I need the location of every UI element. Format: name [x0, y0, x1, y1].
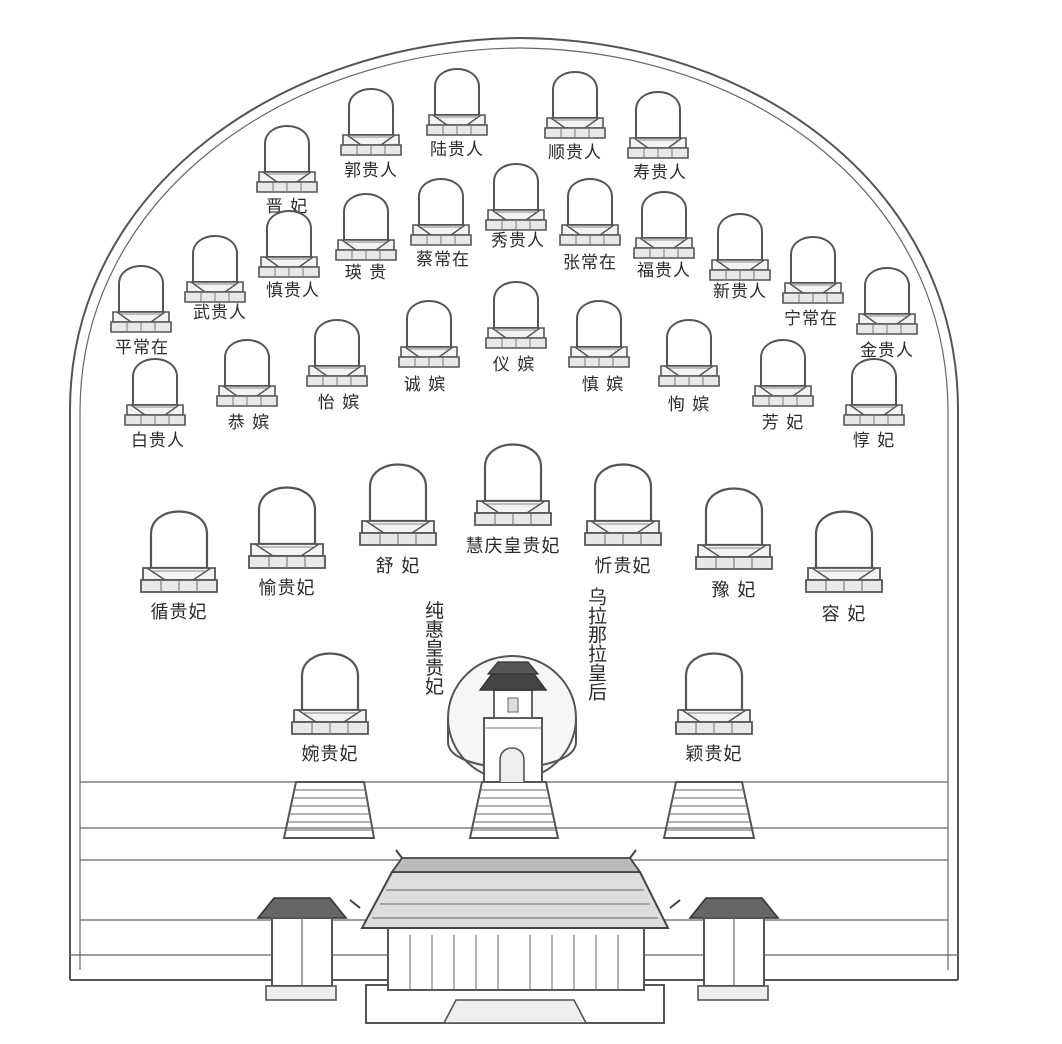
tomb-label: 新贵人: [713, 282, 767, 302]
tomb-label: 豫 妃: [712, 580, 757, 601]
tomb-yi-pin: 仪 嫔: [485, 281, 547, 375]
tomb-label: 武贵人: [193, 303, 247, 323]
tomb-row-front: 婉贵妃 颖贵妃: [290, 652, 754, 765]
tomb-xin-guifei: 忻贵妃: [583, 463, 663, 577]
central-tower: [447, 655, 577, 783]
tomb-label: 郭贵人: [344, 161, 398, 181]
tomb-label: 婉贵妃: [302, 744, 359, 765]
tomb-label: 秀贵人: [491, 231, 545, 251]
tomb-cheng-pin: 诚 嫔: [398, 300, 460, 395]
tomb-label: 瑛 贵: [345, 263, 387, 283]
tomb-rong-fei: 容 妃: [804, 510, 884, 625]
tomb-label: 顺贵人: [548, 143, 602, 163]
tomb-yu-guifei: 愉贵妃: [247, 486, 327, 599]
tomb-gong-pin: 恭 嫔: [216, 339, 278, 433]
tomb-lu: 陆贵人: [426, 68, 488, 160]
tomb-label: 怡 嫔: [318, 393, 360, 413]
tomb-label: 慧庆皇贵妃: [466, 536, 561, 557]
tomb-shun: 顺贵人: [544, 71, 606, 163]
tomb-jin: 晋 妃: [256, 125, 318, 217]
stairs-right: [662, 781, 756, 839]
tomb-xun-pin: 恂 嫔: [658, 319, 720, 415]
tomb-label: 愉贵妃: [259, 578, 316, 599]
tomb-label: 仪 嫔: [493, 355, 535, 375]
tomb-label: 金贵人: [860, 341, 914, 361]
tomb-yi2-pin: 怡 嫔: [306, 319, 368, 413]
label-ulanara-empress: 乌拉那拉皇后: [585, 587, 607, 701]
label-chunhui-huangguifei: 纯惠皇贵妃: [422, 600, 444, 695]
tomb-label: 白贵人: [131, 431, 185, 451]
tomb-label: 忻贵妃: [595, 556, 652, 577]
right-gate: [688, 897, 780, 1001]
tomb-zhang: 张常在: [559, 178, 621, 273]
tomb-ping: 平常在: [110, 265, 172, 358]
tomb-label: 慎 嫔: [582, 375, 624, 395]
tomb-fu: 福贵人: [633, 191, 695, 281]
tomb-label: 寿贵人: [633, 163, 687, 183]
tomb-shen-pin: 慎 嫔: [568, 300, 630, 395]
tomb-shu-fei: 舒 妃: [358, 463, 438, 577]
tomb-label: 福贵人: [637, 261, 691, 281]
tomb-xiu: 秀贵人: [485, 163, 547, 251]
tomb-yu-fei: 豫 妃: [694, 487, 774, 601]
tomb-row-pin: 诚 嫔 仪 嫔 慎 嫔 怡 嫔 恂 嫔 恭 嫔 芳 妃 白贵人: [124, 281, 905, 451]
tomb-label: 陆贵人: [430, 140, 484, 160]
tomb-shen-guiren: 慎贵人: [258, 210, 320, 301]
tomb-label: 宁常在: [784, 309, 838, 329]
terrace: [80, 781, 948, 861]
main-hall: [349, 849, 681, 1024]
tomb-label: 蔡常在: [416, 250, 470, 270]
tomb-fang-fei: 芳 妃: [752, 339, 814, 433]
stairs-left: [282, 781, 376, 839]
tomb-label: 张常在: [563, 253, 617, 273]
tomb-ying: 瑛 贵: [335, 193, 397, 283]
tomb-wu: 武贵人: [184, 235, 247, 323]
tomb-label: 循贵妃: [151, 602, 208, 623]
tomb-label: 平常在: [115, 338, 169, 358]
tomb-shou: 寿贵人: [627, 91, 689, 183]
tomb-cai: 蔡常在: [410, 178, 472, 270]
tomb-wan-guifei: 婉贵妃: [290, 652, 370, 765]
tomb-row-guiren: 郭贵人 陆贵人 顺贵人 寿贵人 晋 妃 秀贵人 蔡常在 张常在: [110, 68, 918, 361]
tomb-label: 恂 嫔: [668, 395, 710, 415]
tomb-bai-guiren: 白贵人: [124, 358, 186, 451]
tomb-label: 芳 妃: [762, 413, 804, 433]
tomb-label: 舒 妃: [376, 556, 421, 577]
tomb-label: 颖贵妃: [686, 744, 743, 765]
tomb-qing-huangguifei: 慧庆皇贵妃: [466, 443, 561, 557]
tomb-label: 惇 妃: [853, 431, 895, 451]
tomb-jin-guiren: 金贵人: [856, 267, 918, 361]
tomb-label: 容 妃: [822, 604, 867, 625]
tomb-xin-guiren: 新贵人: [709, 213, 771, 302]
tomb-guo: 郭贵人: [340, 88, 402, 181]
tomb-dun-fei: 惇 妃: [843, 358, 905, 451]
tomb-label: 恭 嫔: [228, 413, 270, 433]
tomb-label: 诚 嫔: [404, 375, 446, 395]
tomb-xun-guifei: 循贵妃: [139, 510, 219, 623]
tomb-row-fei: 慧庆皇贵妃 舒 妃 忻贵妃 愉贵妃 豫 妃 循贵妃 容 妃: [139, 443, 884, 625]
tomb-ying-guifei: 颖贵妃: [674, 652, 754, 765]
tomb-label: 慎贵人: [266, 281, 320, 301]
left-gate: [256, 897, 348, 1001]
stairs-center: [468, 781, 560, 839]
tomb-ning: 宁常在: [782, 236, 844, 329]
